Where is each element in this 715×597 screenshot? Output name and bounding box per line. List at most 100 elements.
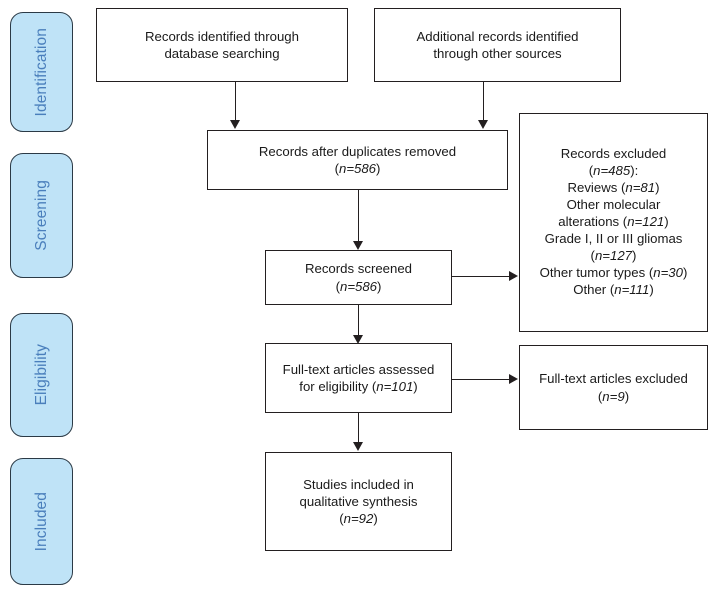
arrowhead-assessed-to-fulltext-excluded	[509, 374, 518, 384]
box-records-screened: Records screened (n=586)	[265, 250, 452, 305]
records-excluded-line8-n: n	[653, 264, 661, 280]
arrowhead-assessed-to-included	[353, 442, 363, 451]
records-excluded-line5: alterations (n=121)	[558, 214, 668, 229]
box-fulltext-articles-assessed: Full-text articles assessed for eligibil…	[265, 343, 452, 413]
records-other-line2: through other sources	[433, 46, 562, 61]
records-excluded-line7-suffix: )	[632, 247, 637, 263]
studies-included-line3-prefix: (	[339, 511, 344, 527]
arrowhead-screened-to-excluded	[509, 271, 518, 281]
records-other-line1: Additional records identified	[416, 28, 579, 44]
records-excluded-line2-prefix: (	[588, 163, 594, 179]
stage-box-screening: Screening	[10, 153, 73, 278]
records-excluded-line7-n: n	[594, 247, 603, 263]
records-excluded-line1: Records excluded	[560, 146, 667, 162]
records-screened-line1: Records screened	[304, 261, 413, 277]
box-fulltext-articles-excluded: Full-text articles excluded (n=9)	[519, 345, 708, 430]
records-excluded-line8-value: =30	[660, 264, 683, 280]
records-database-line1: Records identified through	[145, 28, 299, 44]
fulltext-assessed-line2-prefix: for eligibility (	[299, 379, 377, 394]
arrowhead-screened-to-fulltext	[353, 335, 363, 344]
stage-box-eligibility: Eligibility	[10, 313, 73, 437]
fulltext-assessed-n: n	[376, 379, 384, 394]
connector-duplicates-to-screened	[358, 190, 359, 242]
records-excluded-line7-value: =127	[602, 247, 633, 263]
fulltext-excluded-line2-prefix: (	[597, 388, 603, 404]
connector-assessed-to-included	[358, 413, 359, 443]
duplicates-removed-count: (n=586)	[334, 161, 381, 176]
records-database-line2: database searching	[164, 46, 280, 61]
records-excluded-line2-value: =485	[600, 163, 631, 179]
stage-label-screening: Screening	[32, 180, 50, 251]
records-excluded-line6: Grade I, II or III gliomas	[544, 230, 683, 246]
records-excluded-line5-value: =121	[634, 214, 665, 230]
studies-included-line3-suffix: )	[373, 511, 378, 527]
box-records-excluded-text: Records excluded (n=485): Reviews (n=81)…	[540, 146, 688, 298]
studies-included-n: n	[343, 511, 351, 527]
records-excluded-line7-prefix: (	[590, 247, 595, 263]
box-records-screened-text: Records screened (n=586)	[305, 260, 412, 294]
duplicates-removed-value: =586	[346, 161, 377, 176]
fulltext-excluded-value: =9	[609, 388, 625, 404]
records-excluded-line8-prefix: Other tumor types (	[539, 264, 654, 280]
box-duplicates-removed-text: Records after duplicates removed (n=586)	[259, 143, 456, 177]
records-screened-value: =586	[347, 278, 378, 294]
records-excluded-line4: Other molecular	[566, 197, 661, 213]
arrowhead-db-to-duplicates	[230, 120, 240, 129]
box-records-after-duplicates-removed: Records after duplicates removed (n=586)	[207, 130, 508, 190]
records-excluded-line3-suffix: )	[655, 180, 660, 196]
stage-box-included: Included	[10, 458, 73, 585]
fulltext-excluded-line1: Full-text articles excluded	[539, 371, 688, 387]
box-studies-included-text: Studies included in qualitative synthesi…	[299, 476, 417, 527]
fulltext-assessed-value: =101	[383, 379, 414, 394]
records-excluded-line5-n: n	[627, 214, 635, 230]
records-excluded-line2: (n=485):	[589, 163, 639, 178]
box-records-identified-database: Records identified through database sear…	[96, 8, 348, 82]
box-records-identified-database-text: Records identified through database sear…	[145, 28, 299, 62]
records-excluded-line3-prefix: Reviews (	[567, 180, 626, 196]
records-excluded-line9-n: n	[614, 281, 622, 297]
connector-db-to-duplicates	[235, 82, 236, 121]
fulltext-assessed-line1: Full-text articles assessed	[282, 361, 435, 377]
duplicates-removed-line1: Records after duplicates removed	[258, 143, 457, 159]
fulltext-excluded-n: n	[602, 388, 610, 404]
box-fulltext-assessed-text: Full-text articles assessed for eligibil…	[283, 361, 435, 395]
records-excluded-line9-suffix: )	[649, 281, 654, 297]
studies-included-line3: (n=92)	[339, 511, 378, 526]
records-excluded-line7: (n=127)	[591, 248, 637, 263]
records-excluded-line3-value: =81	[632, 180, 656, 196]
records-excluded-line5-prefix: alterations (	[558, 214, 628, 230]
records-excluded-line8-suffix: )	[682, 264, 688, 280]
fulltext-excluded-line2: (n=9)	[598, 389, 629, 404]
box-additional-records-text: Additional records identified through ot…	[416, 28, 578, 62]
studies-included-value: =92	[350, 511, 374, 527]
connector-assessed-to-fulltext-excluded	[452, 379, 510, 380]
stage-label-eligibility: Eligibility	[32, 344, 50, 406]
records-excluded-line3-n: n	[625, 180, 633, 196]
records-screened-n: n	[339, 278, 348, 294]
records-excluded-line9: Other (n=111)	[573, 282, 654, 297]
records-excluded-line9-prefix: Other (	[573, 281, 615, 297]
records-screened-count: (n=586)	[335, 278, 382, 294]
stage-label-included: Included	[32, 491, 50, 552]
records-excluded-line3: Reviews (n=81)	[567, 180, 659, 195]
fulltext-assessed-line2-suffix: )	[413, 379, 418, 394]
box-studies-included: Studies included in qualitative synthesi…	[265, 452, 452, 551]
connector-other-to-duplicates	[483, 82, 484, 121]
stage-box-identification: Identification	[10, 12, 73, 132]
box-fulltext-excluded-text: Full-text articles excluded (n=9)	[539, 370, 688, 404]
duplicates-removed-n: n	[338, 161, 347, 176]
records-excluded-line9-value: =111	[621, 281, 650, 297]
fulltext-assessed-line2: for eligibility (n=101)	[299, 379, 417, 394]
records-excluded-line5-suffix: )	[664, 214, 669, 230]
arrowhead-duplicates-to-screened	[353, 241, 363, 250]
stage-label-identification: Identification	[32, 27, 50, 117]
box-additional-records-other-sources: Additional records identified through ot…	[374, 8, 621, 82]
records-excluded-line2-n: n	[593, 163, 601, 179]
arrowhead-other-to-duplicates	[478, 120, 488, 129]
records-excluded-line8: Other tumor types (n=30)	[540, 265, 688, 280]
box-records-excluded: Records excluded (n=485): Reviews (n=81)…	[519, 113, 708, 332]
records-excluded-line2-suffix: ):	[630, 163, 639, 179]
connector-screened-to-fulltext	[358, 305, 359, 336]
connector-screened-to-excluded	[452, 276, 510, 277]
